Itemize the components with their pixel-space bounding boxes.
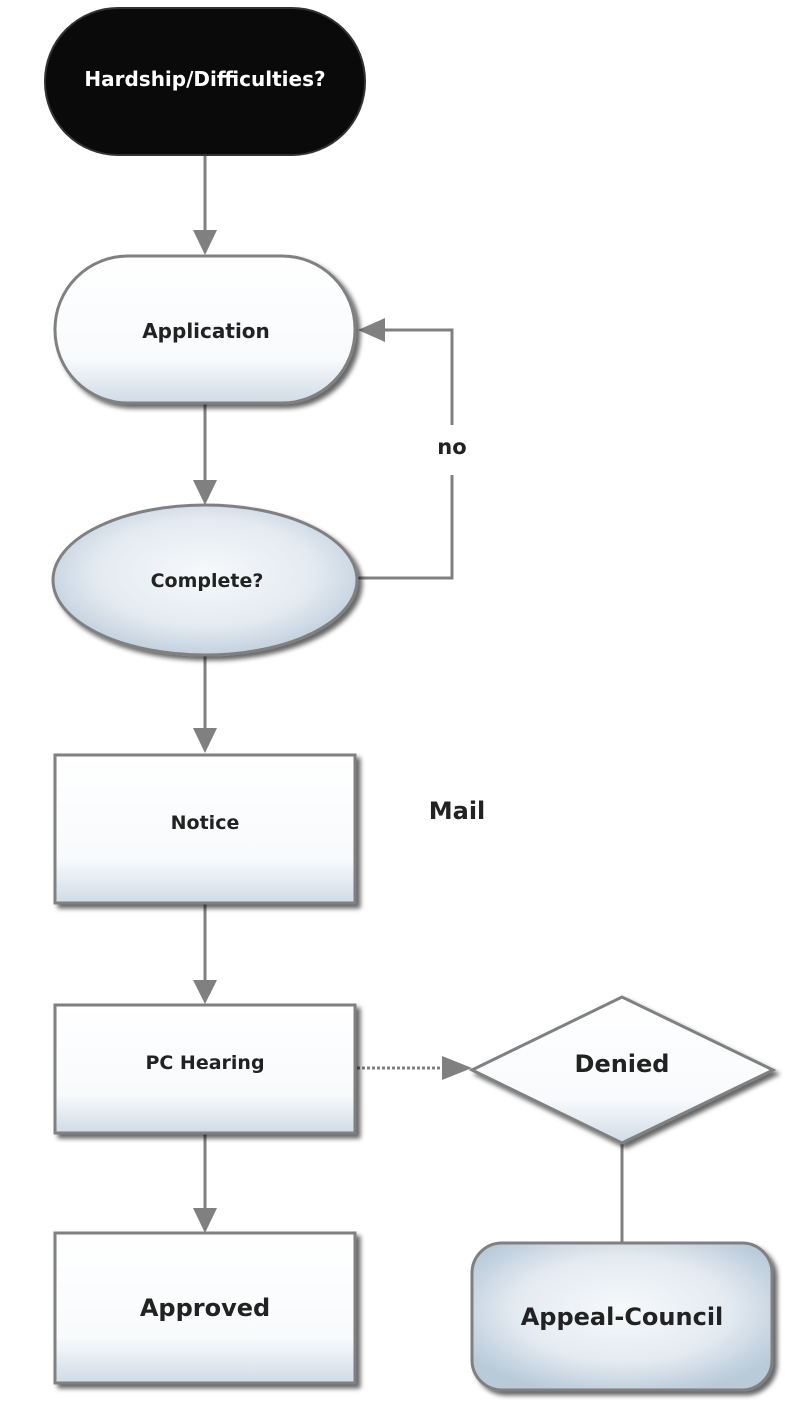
arrowhead — [193, 980, 217, 1004]
node-notice[interactable]: Notice — [53, 753, 357, 905]
node-appeal-council-label: Appeal-Council — [521, 1303, 724, 1331]
arrowhead — [193, 230, 217, 255]
label-mail: Mail — [429, 797, 486, 825]
arrowhead — [442, 1056, 472, 1080]
node-notice-label: Notice — [171, 812, 240, 834]
edge-label-no: no — [437, 435, 466, 459]
node-hardship[interactable]: Hardship/Difficulties? — [44, 7, 366, 156]
arrowhead — [193, 480, 217, 505]
node-application[interactable]: Application — [53, 254, 357, 405]
node-approved[interactable]: Approved — [53, 1231, 357, 1385]
node-denied-label: Denied — [575, 1050, 670, 1078]
arrowhead — [193, 728, 217, 753]
node-application-label: Application — [142, 319, 270, 343]
node-approved-label: Approved — [140, 1294, 270, 1322]
node-appeal-council[interactable]: Appeal-Council — [470, 1241, 774, 1392]
node-pc-hearing[interactable]: PC Hearing — [53, 1003, 357, 1135]
no-loop-upper — [385, 328, 454, 425]
arrowhead — [193, 1208, 217, 1233]
node-denied[interactable]: Denied — [468, 995, 777, 1145]
node-complete[interactable]: Complete? — [51, 503, 359, 657]
arrowhead — [358, 318, 385, 342]
node-hardship-label: Hardship/Difficulties? — [84, 67, 325, 91]
node-complete-label: Complete? — [151, 570, 264, 592]
node-pc-hearing-label: PC Hearing — [145, 1052, 264, 1074]
no-loop-lower — [358, 475, 454, 580]
